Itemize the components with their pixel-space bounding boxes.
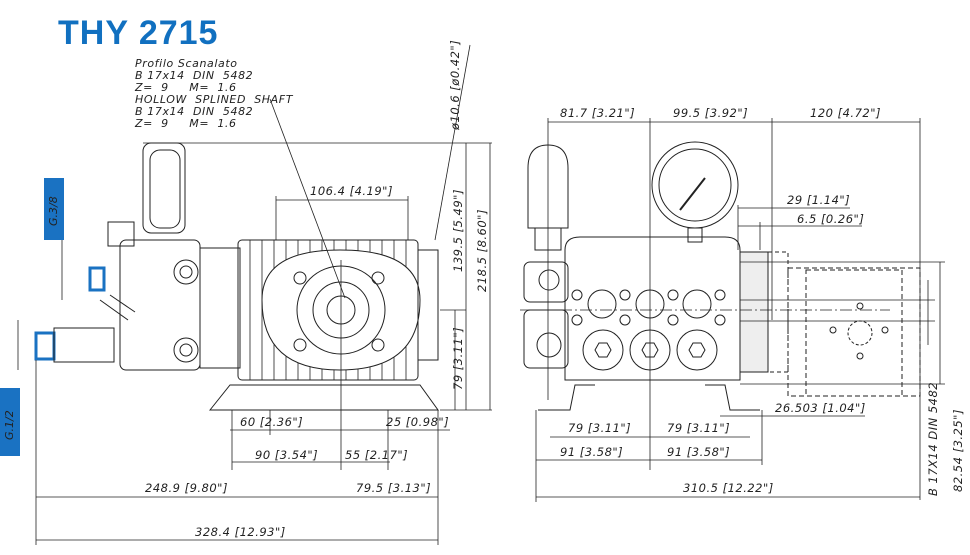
- dim-79-left: 79 [3.11"]: [568, 421, 632, 435]
- inlet-port-badge: G.1/2: [0, 388, 20, 456]
- note-line: Z= 9 M= 1.6: [135, 117, 237, 130]
- dim-90: 90 [3.54"]: [255, 448, 319, 462]
- dim-79-height: 79 [3.11"]: [451, 326, 465, 390]
- dim-25: 25 [0.98"]: [386, 415, 450, 429]
- dim-26: 26.503 [1.04"]: [775, 401, 866, 415]
- dim-328: 328.4 [12.93"]: [195, 525, 286, 539]
- dim-248: 248.9 [9.80"]: [145, 481, 228, 495]
- note-line: B 17x14 DIN 5482: [135, 105, 254, 118]
- note-line: Z= 9 M= 1.6: [135, 81, 237, 94]
- shaft-note: Profilo Scanalato B 17x14 DIN 5482 Z= 9 …: [135, 58, 293, 130]
- dim-60: 60 [2.36"]: [240, 415, 304, 429]
- dim-79-right: 79 [3.11"]: [667, 421, 731, 435]
- dim-81: 81.7 [3.21"]: [560, 106, 636, 120]
- dim-218: 218.5 [8.60"]: [475, 209, 489, 292]
- outlet-port-label: G.3/8: [47, 196, 60, 226]
- dim-82: 82.54 [3.25"]: [951, 409, 965, 492]
- note-line: HOLLOW SPLINED SHAFT: [135, 93, 294, 106]
- model-title: THY 2715: [58, 14, 219, 52]
- dim-120: 120 [4.72"]: [810, 106, 881, 120]
- inlet-port-label: G.1/2: [3, 410, 16, 440]
- dim-91-right: 91 [3.58"]: [667, 445, 731, 459]
- dim-139: 139.5 [5.49"]: [451, 189, 465, 272]
- dim-79-5: 79.5 [3.13"]: [356, 481, 432, 495]
- front-view-dimension-lines: [520, 118, 945, 502]
- dim-hole-diameter: ø10.6 [ø0.42"]: [448, 39, 462, 130]
- shaft-spec: B 17X14 DIN 5482: [926, 381, 940, 496]
- dim-91-left: 91 [3.58"]: [560, 445, 624, 459]
- front-view-pump: [523, 141, 921, 411]
- note-line: Profilo Scanalato: [135, 57, 238, 70]
- dim-29: 29 [1.14"]: [787, 193, 851, 207]
- dim-55: 55 [2.17"]: [345, 448, 409, 462]
- dim-106: 106.4 [4.19"]: [310, 184, 393, 198]
- note-line: B 17x14 DIN 5482: [135, 69, 254, 82]
- dim-6-5: 6.5 [0.26"]: [797, 212, 865, 226]
- outlet-port-badge: G.3/8: [44, 178, 64, 240]
- dim-310: 310.5 [12.22"]: [683, 481, 774, 495]
- side-view-dimension-lines: [17, 44, 492, 545]
- dim-99: 99.5 [3.92"]: [673, 106, 749, 120]
